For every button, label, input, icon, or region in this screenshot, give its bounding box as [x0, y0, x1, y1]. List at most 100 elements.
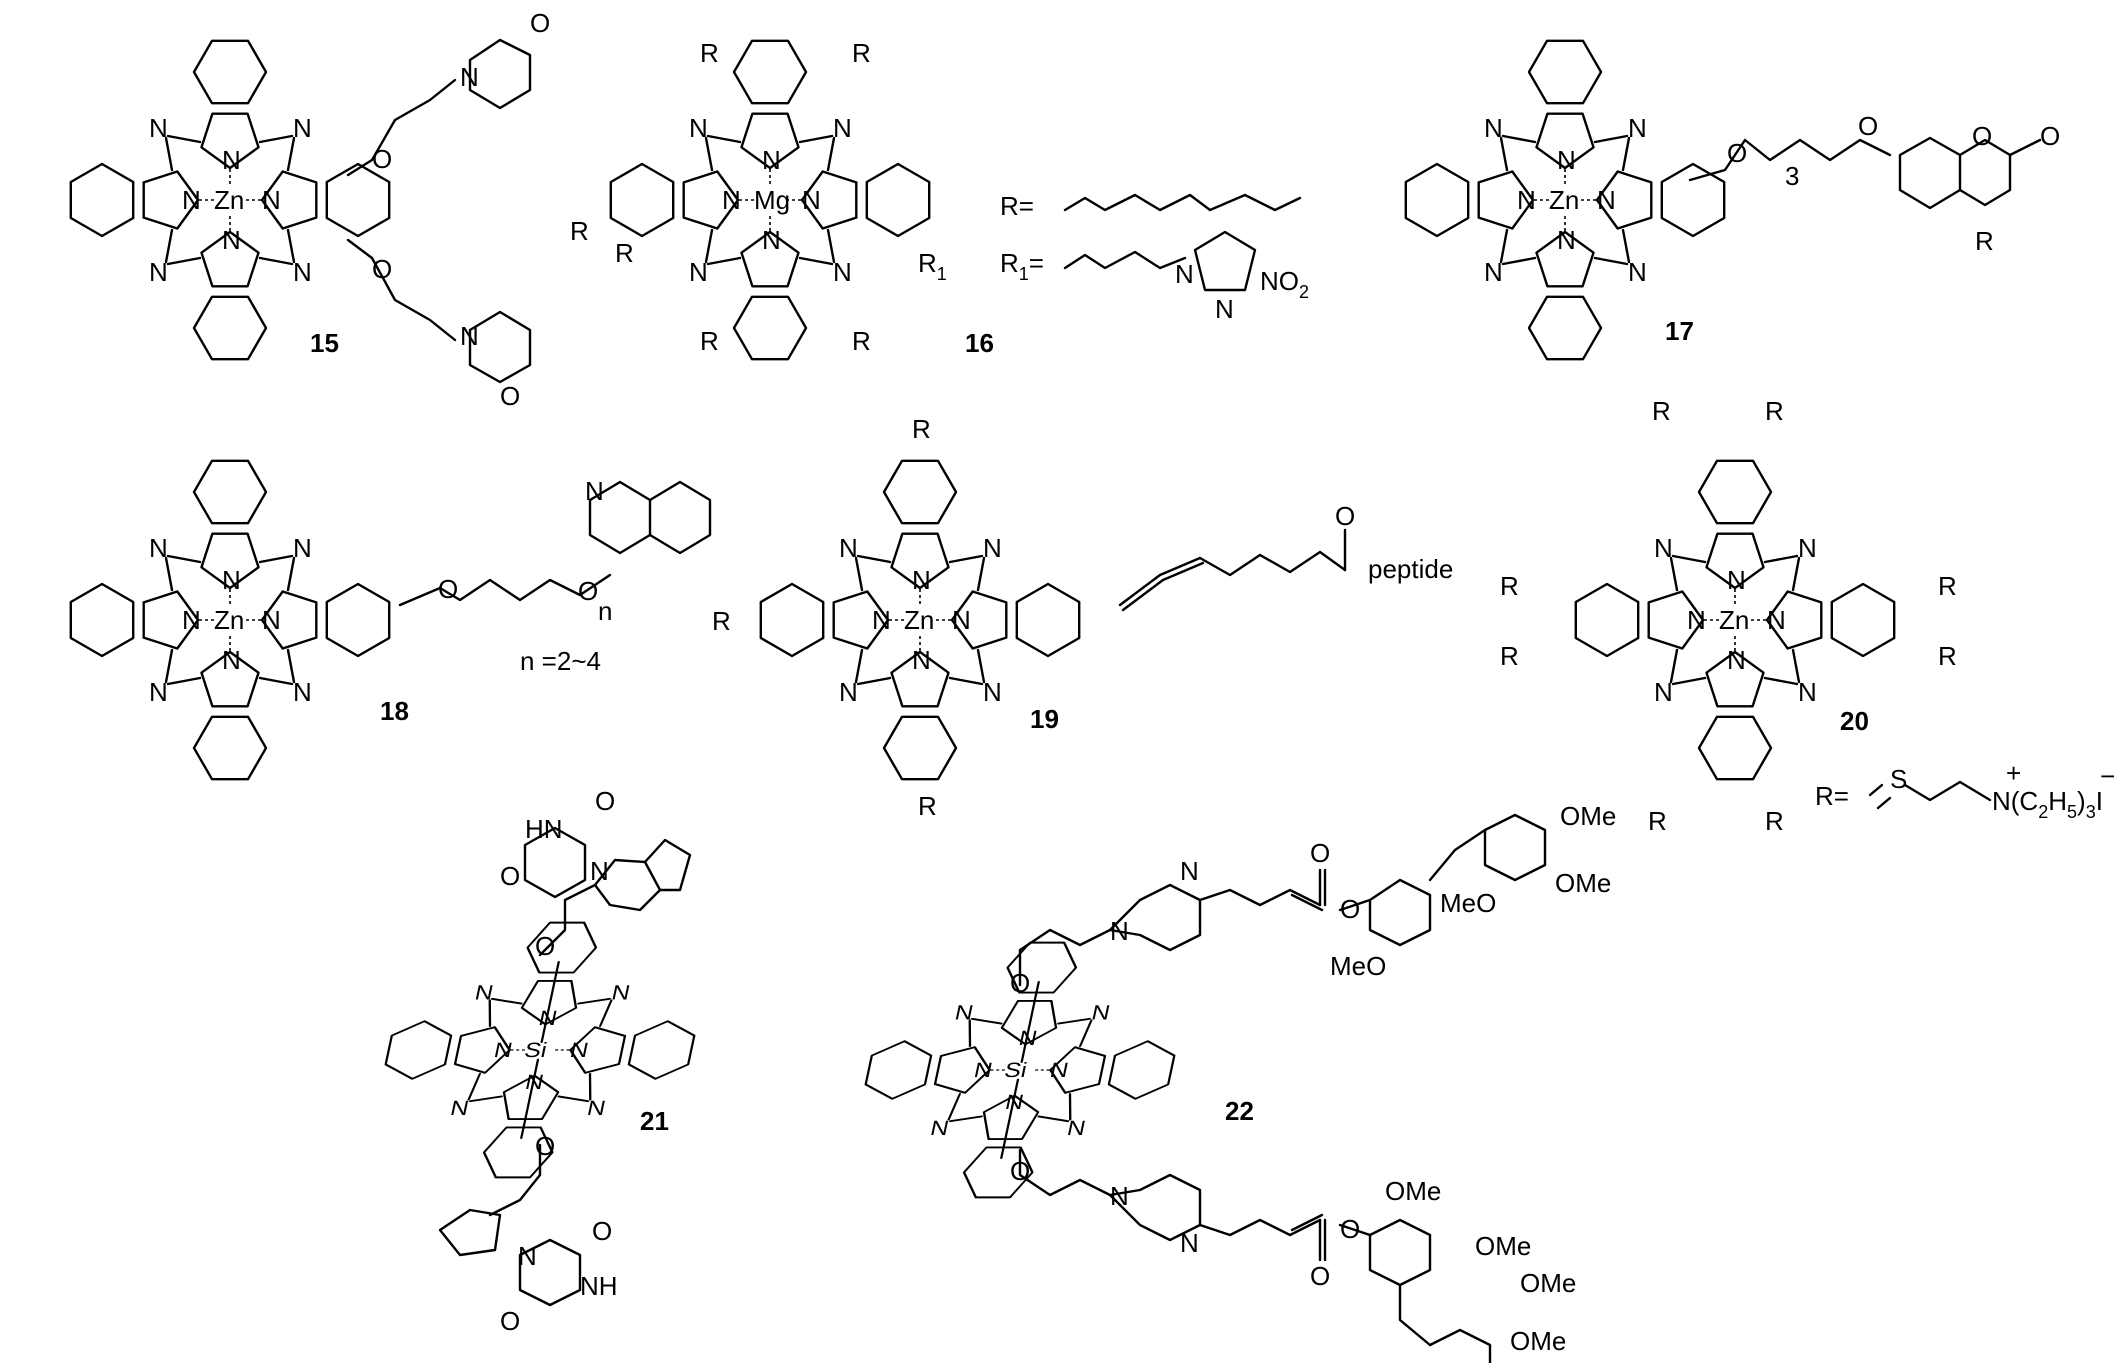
- pyrrole-n: N: [1767, 605, 1786, 635]
- meso-n: N: [293, 113, 312, 143]
- atom-n: N: [1180, 856, 1199, 886]
- meso-bridge: [1068, 1093, 1072, 1121]
- atom-o: O: [1340, 1214, 1360, 1244]
- pyrrole-ring: [740, 230, 800, 288]
- r-group: R: [1938, 571, 1957, 601]
- meso-bridge: [976, 556, 986, 592]
- coumarin-ring-o: O: [1972, 121, 1992, 151]
- benzo-ring: [1015, 582, 1081, 658]
- meso-bridge: [1499, 136, 1509, 172]
- atom-n: N: [518, 1241, 537, 1271]
- methoxy-label: MeO: [1330, 951, 1386, 981]
- meso-bridge: [826, 136, 836, 172]
- meso-n: N: [149, 533, 168, 563]
- meso-n: N: [149, 677, 168, 707]
- atom-o: O: [530, 8, 550, 38]
- compound-label-20: 20: [1840, 706, 1869, 736]
- pyrrole-ring: [260, 590, 318, 650]
- meso-n: N: [1654, 533, 1673, 563]
- r-definition-label: R=: [1000, 191, 1034, 221]
- central-metal: Zn: [214, 605, 244, 635]
- methoxy-label: OMe: [1560, 801, 1616, 831]
- ammonium-group: N(C2H5)3I: [1992, 786, 2103, 822]
- meso-n: N: [1654, 677, 1673, 707]
- benzo-ring: [759, 582, 825, 658]
- meso-n: N: [293, 257, 312, 287]
- pyrrole-n: N: [972, 1058, 995, 1081]
- meso-bridge: [286, 556, 296, 592]
- meso-bridge: [577, 997, 611, 1005]
- benzo-ring: [384, 1020, 453, 1080]
- meso-bridge: [854, 556, 864, 592]
- compound-label-21: 21: [640, 1106, 669, 1136]
- pyrrole-n: N: [1017, 1026, 1040, 1049]
- atom-o: O: [1310, 838, 1330, 868]
- pyrrole-ring: [1765, 590, 1823, 650]
- peptide-label: peptide: [1368, 554, 1453, 584]
- benzo-ring: [882, 715, 958, 781]
- pyrrole-n: N: [912, 645, 931, 675]
- benzo-ring: [526, 921, 598, 974]
- meso-bridge: [976, 648, 986, 684]
- pyrrole-ring: [200, 230, 260, 288]
- atom-n: N: [460, 62, 479, 92]
- benzo-ring: [1527, 39, 1603, 105]
- r-group: R: [1500, 641, 1519, 671]
- meso-n: N: [149, 113, 168, 143]
- meso-n: N: [1628, 113, 1647, 143]
- meso-bridge: [1079, 1019, 1093, 1047]
- r-group: R: [570, 216, 589, 246]
- meso-bridge: [1621, 136, 1631, 172]
- meso-bridge: [1763, 676, 1799, 686]
- meso-bridge: [1593, 134, 1629, 144]
- axial-bond: [520, 1058, 540, 1139]
- r-group: R: [615, 238, 634, 268]
- meso-bridge: [970, 1017, 1003, 1025]
- atom-n: N: [590, 856, 609, 886]
- atom-o: O: [1010, 968, 1030, 998]
- pyrrole-n: N: [222, 225, 241, 255]
- quinoline-n: N: [585, 476, 604, 506]
- r-group: R: [700, 326, 719, 356]
- minus-charge: −: [2100, 761, 2114, 791]
- benzo-ring: [1660, 162, 1726, 238]
- meso-bridge: [1621, 228, 1631, 264]
- r1-definition-label: R1=: [1000, 248, 1044, 284]
- meso-n: N: [473, 981, 496, 1004]
- meso-bridge: [258, 256, 294, 266]
- meso-n: N: [1628, 257, 1647, 287]
- pyrrole-ring: [800, 170, 858, 230]
- pyrrole-ring: [1705, 532, 1765, 590]
- r-group: R: [1652, 396, 1671, 426]
- r-definition-label: R=: [1815, 781, 1849, 811]
- pyrrole-n: N: [1727, 645, 1746, 675]
- meso-bridge: [286, 228, 296, 264]
- pyrrole-ring: [1705, 650, 1765, 708]
- central-metal: Zn: [214, 185, 244, 215]
- atom-o: O: [578, 576, 598, 606]
- meso-bridge: [166, 256, 202, 266]
- axial-bond: [540, 961, 560, 1043]
- meso-bridge: [1057, 1017, 1091, 1025]
- meso-bridge: [1791, 556, 1801, 592]
- r-group: R: [1975, 226, 1994, 256]
- benzo-ring: [1830, 582, 1896, 658]
- benzo-ring: [192, 459, 268, 525]
- pyrrole-n: N: [952, 605, 971, 635]
- meso-n: N: [1484, 257, 1503, 287]
- meso-bridge: [1669, 648, 1679, 684]
- meso-n: N: [928, 1116, 951, 1139]
- meso-bridge: [258, 134, 294, 144]
- r-group: R: [852, 326, 871, 356]
- benzo-ring: [1527, 295, 1603, 361]
- pyrrole-n: N: [872, 605, 891, 635]
- benzo-ring: [732, 295, 808, 361]
- meso-bridge: [469, 1095, 503, 1103]
- meso-n: N: [1798, 677, 1817, 707]
